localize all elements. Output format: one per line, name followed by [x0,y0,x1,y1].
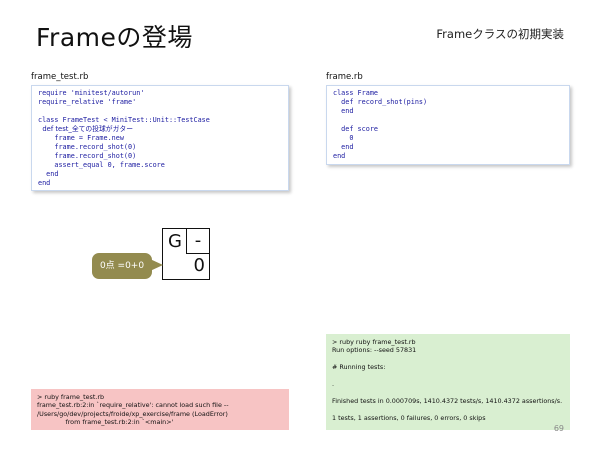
terminal-line: . [332,380,335,388]
code-line: frame = Frame.new [38,134,124,142]
terminal-error-output: > ruby frame_test.rb frame_test.rb:2:in … [31,389,289,430]
frame-score: 0 [193,255,205,276]
code-line: def record_shot(pins) [333,98,428,106]
code-line: require_relative 'frame' [38,98,137,106]
terminal-line: 1 tests, 1 assertions, 0 failures, 0 err… [332,413,486,422]
code-line: frame.record_shot(0) [38,143,137,151]
code-line: end [38,179,51,187]
terminal-line: /Users/go/dev/projects/froide/xp_exercis… [37,409,228,418]
slide-subtitle: Frameクラスの初期実装 [436,27,564,41]
callout-pointer [150,259,163,271]
code-line: require 'minitest/autorun' [38,89,145,97]
terminal-line [332,388,564,396]
code-line: 0 [333,134,354,142]
score-callout: 0点 =0+0 [92,253,152,279]
frame-second-ball: - [186,228,210,254]
right-file-label: frame.rb [326,72,363,82]
terminal-line [332,355,564,363]
terminal-line: frame_test.rb:2:in `require_relative': c… [37,401,229,410]
code-line: end [38,170,59,178]
terminal-line: Finished tests in 0.000709s, 1410.4372 t… [332,396,563,405]
code-line [38,107,288,116]
code-line: assert_equal 0, frame.score [38,161,165,169]
code-line: end [333,143,354,151]
terminal-line [332,372,564,380]
code-line: class Frame [333,89,379,97]
terminal-line [332,405,564,413]
terminal-line: > ruby frame_test.rb [37,393,105,401]
terminal-line: > ruby ruby frame_test.rb [332,338,416,346]
code-line: def score [333,125,379,133]
bowling-frame: G - 0 [162,228,210,280]
terminal-success-output: > ruby ruby frame_test.rb Run options: -… [326,334,570,430]
code-line: def test_全ての投球がガター [38,125,133,133]
code-line: class FrameTest < MiniTest::Unit::TestCa… [38,116,210,124]
code-line: frame.record_shot(0) [38,152,137,160]
terminal-line: # Running tests: [332,363,386,372]
code-line [333,116,569,125]
code-line: end [333,107,354,115]
left-code-block: require 'minitest/autorun' require_relat… [31,85,289,191]
left-file-label: frame_test.rb [31,72,89,82]
slide-title: Frameの登場 [36,23,193,52]
terminal-line: from frame_test.rb:2:in `<main>' [37,418,174,427]
code-line: end [333,152,346,160]
frame-first-ball: G [168,231,182,252]
right-code-block: class Frame def record_shot(pins) end de… [326,85,570,165]
page-number: 69 [553,424,564,433]
terminal-line: Run options: --seed 57831 [332,346,417,355]
